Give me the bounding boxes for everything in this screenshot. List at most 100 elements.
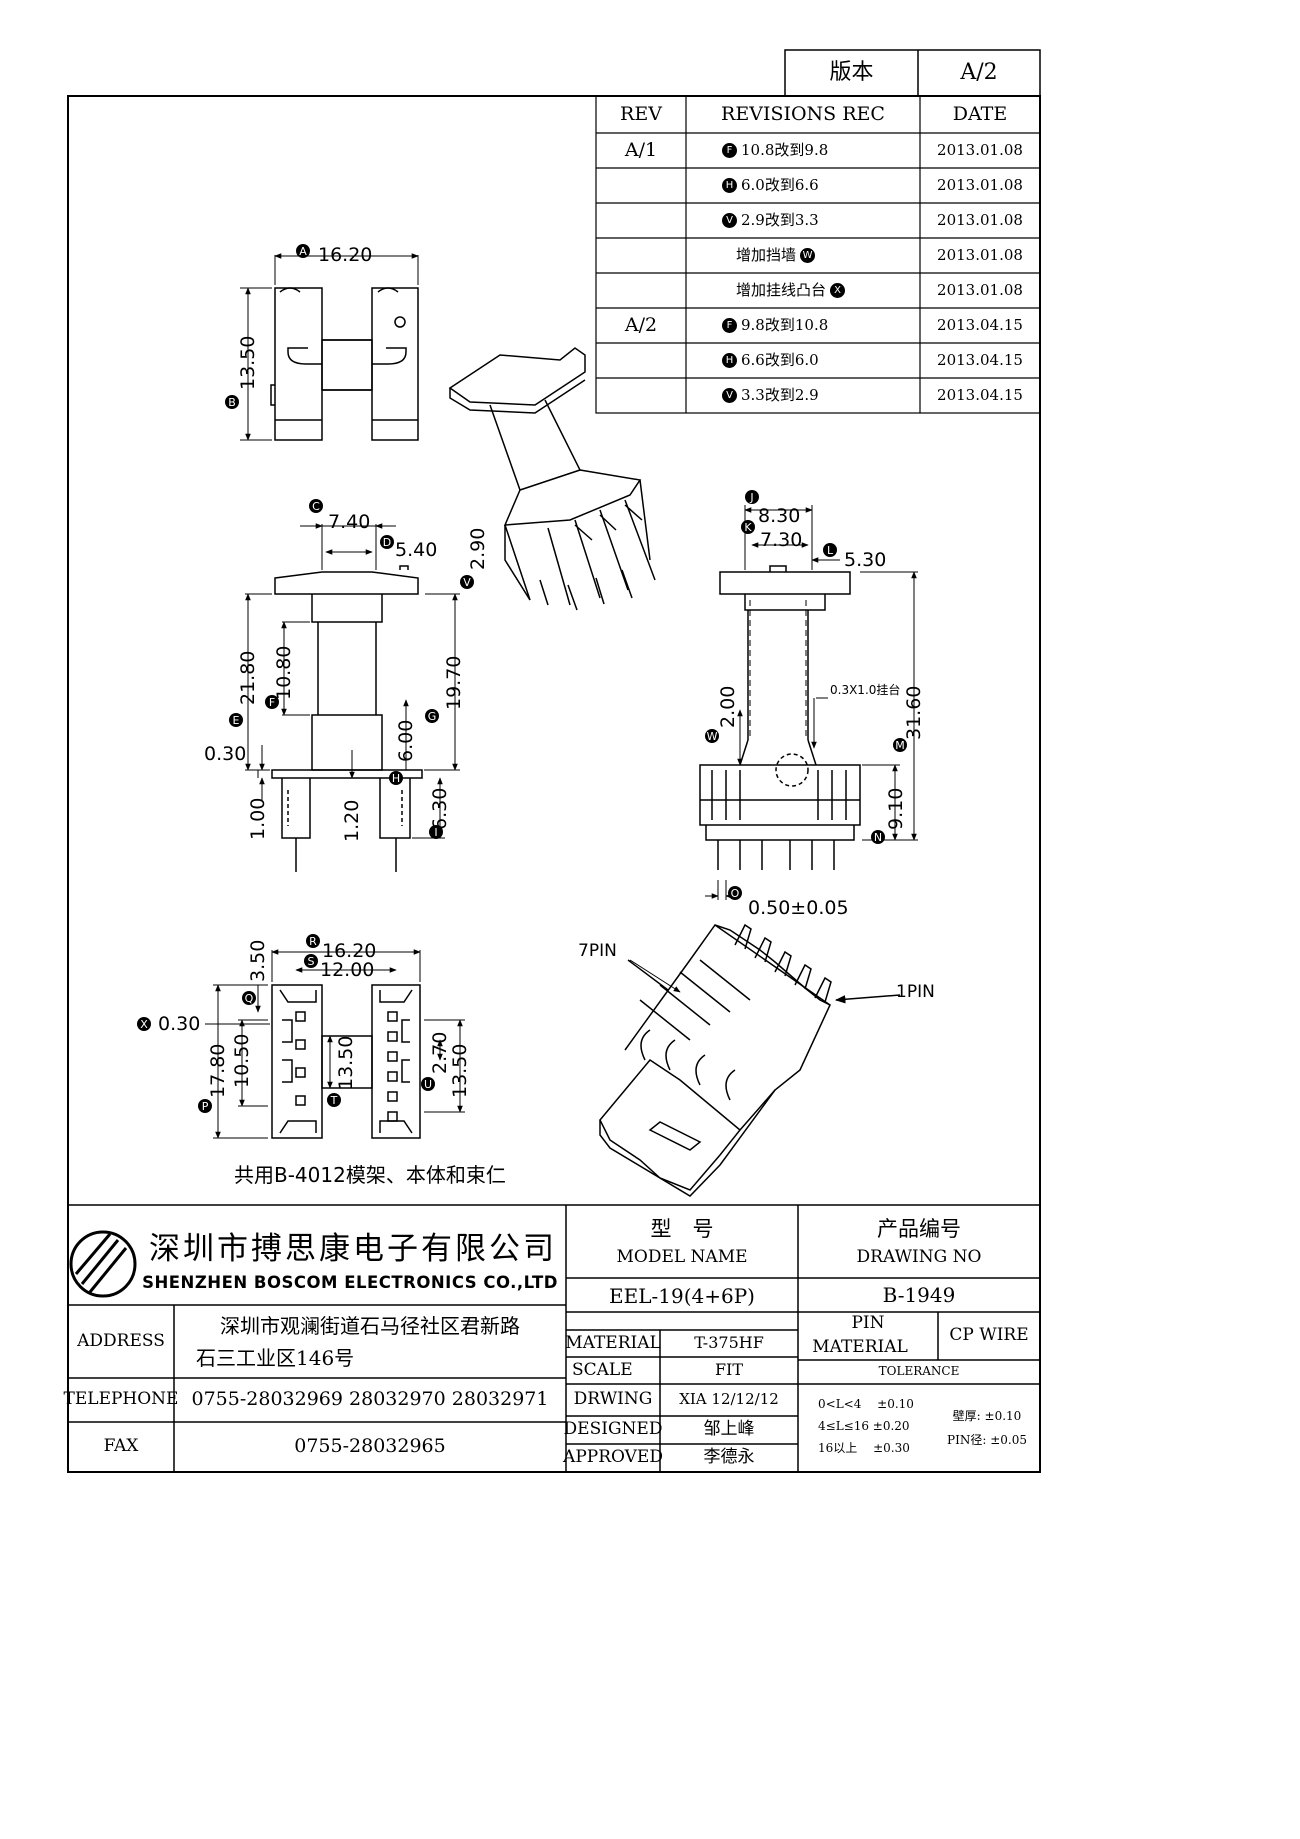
balloon-c: C — [312, 500, 320, 513]
address-line-2: 石三工业区146号 — [196, 1345, 355, 1370]
dim-bottom-pitch: 2.70 — [429, 1032, 451, 1074]
version-label: 版本 — [829, 60, 874, 86]
revision-row-date: 2013.04.15 — [937, 385, 1023, 404]
dim-bottom-gap: 0.30 — [158, 1013, 200, 1035]
dim-front-pin-top: 1.00 — [247, 798, 269, 840]
revision-text: 10.8改到9.8 — [741, 140, 829, 159]
rev-header: REV — [620, 102, 662, 125]
dim-side-right: 5.30 — [844, 549, 886, 571]
revision-row-rev — [596, 238, 686, 273]
revision-row-date: 2013.01.08 — [937, 140, 1023, 159]
revision-tag-icon: H — [722, 178, 737, 193]
front-view-dims — [245, 523, 460, 839]
revision-row-date: 2013.04.15 — [937, 350, 1023, 369]
date-header: DATE — [952, 102, 1008, 125]
revision-row-date: 2013.01.08 — [937, 245, 1023, 264]
revision-text: 6.6改到6.0 — [741, 350, 819, 369]
balloon-j: J — [749, 491, 753, 504]
balloon-a: A — [299, 245, 307, 258]
dim-bottom-width: 16.20 — [322, 940, 376, 962]
dim-top-width: 16.20 — [318, 244, 372, 266]
dim-side-hook: 0.3X1.0挂台 — [830, 682, 900, 697]
approved-label: APPROVED — [563, 1447, 663, 1468]
balloon-r: R — [309, 935, 317, 948]
dim-bottom-depth: 13.50 — [449, 1044, 471, 1098]
revision-text: 6.0改到6.6 — [741, 175, 819, 194]
dim-front-pin-len: 6.30 — [429, 788, 451, 830]
fax-label: FAX — [103, 1436, 139, 1457]
isometric-view-bottom — [599, 923, 901, 1197]
revision-text: 9.8改到10.8 — [741, 315, 829, 334]
designed-value: 邹上峰 — [703, 1419, 755, 1440]
revision-row-description: F 9.8改到10.8 — [686, 308, 920, 343]
balloon-x: X — [140, 1018, 148, 1031]
balloon-v: V — [463, 576, 471, 589]
dim-front-gap: 0.30 — [204, 743, 246, 765]
dim-front-inner: 5.40 — [395, 539, 437, 561]
dim-side-wall: 2.00 — [717, 686, 739, 728]
shared-parts-caption: 共用B-4012模架、本体和束仁 — [234, 1163, 506, 1187]
drawing-by-label: DRWING — [573, 1389, 653, 1410]
revision-row-rev — [596, 343, 686, 378]
balloon-p: P — [202, 1100, 209, 1113]
balloon-f: F — [269, 696, 275, 709]
bottom-view-dims — [205, 949, 465, 1139]
balloon-g: G — [428, 710, 437, 723]
tolerance-label: TOLERANCE — [878, 1364, 960, 1379]
rec-header: REVISIONS REC — [721, 102, 885, 125]
dim-bottom-inner: 12.00 — [320, 959, 374, 981]
dim-side-inner: 7.30 — [760, 529, 802, 551]
balloon-i: I — [434, 826, 437, 839]
dimension-labels: 16.20 13.50 7.40 5.40 2.90 21.80 10.80 1… — [158, 244, 935, 1098]
scale-label: SCALE — [572, 1359, 633, 1380]
dim-side-top: 8.30 — [758, 505, 800, 527]
drawing-by-value: XIA 12/12/12 — [679, 1390, 779, 1409]
revision-row-date: 2013.04.15 — [937, 315, 1023, 334]
side-view-dims — [705, 505, 918, 900]
balloon-k: K — [744, 521, 752, 534]
approved-value: 李德永 — [703, 1447, 755, 1468]
revision-row-rev — [596, 203, 686, 238]
revision-row-rev — [596, 273, 686, 308]
drawing-frame — [67, 95, 1041, 1473]
version-value: A/2 — [960, 60, 998, 86]
address-label: ADDRESS — [77, 1330, 165, 1351]
revision-tag-icon: W — [800, 248, 816, 263]
top-view — [270, 287, 419, 441]
dimension-balloons: A B C D E F G H I J K L M N O P Q R S T … — [137, 244, 907, 1113]
revision-row-date: 2013.01.08 — [937, 210, 1023, 229]
dim-front-winding: 10.80 — [273, 646, 295, 700]
material-label: MATERIAL — [565, 1332, 661, 1353]
telephone-label: TELEPHONE — [63, 1389, 179, 1410]
pin-value: CP WIRE — [949, 1325, 1029, 1346]
revision-text: 增加挂线凸台 — [736, 280, 827, 299]
balloon-s: S — [308, 955, 315, 968]
model-label-cn: 型 号 — [650, 1216, 714, 1241]
revision-row-description: H 6.0改到6.6 — [686, 168, 920, 203]
balloon-l: L — [827, 544, 834, 557]
balloon-w: W — [707, 730, 718, 743]
revision-text: 增加挡墙 — [736, 245, 797, 264]
revision-tag-icon: F — [722, 318, 737, 333]
wall-tolerance: 壁厚: ±0.10 — [952, 1409, 1022, 1424]
fax-value: 0755-28032965 — [294, 1435, 446, 1458]
revision-tag-icon: F — [722, 143, 737, 158]
dim-top-height: 13.50 — [237, 336, 259, 390]
balloon-n: N — [874, 831, 882, 844]
label-7pin: 7PIN — [578, 941, 617, 961]
balloon-o: O — [731, 887, 740, 900]
telephone-value: 0755-28032969 28032970 28032971 — [191, 1388, 549, 1411]
scale-value: FIT — [714, 1360, 744, 1380]
pin-label-1: PIN — [851, 1313, 885, 1334]
material-value: T-375HF — [694, 1333, 764, 1353]
revision-tag-icon: V — [722, 213, 737, 228]
drawing-label-en: DRAWING NO — [856, 1247, 982, 1268]
dim-bottom-center: 13.50 — [335, 1036, 357, 1090]
revision-tag-icon: X — [830, 283, 846, 298]
address-line-1: 深圳市观澜街道石马径社区君新路 — [220, 1313, 520, 1338]
dim-front-total: 21.80 — [237, 651, 259, 705]
company-name-en: SHENZHEN BOSCOM ELECTRONICS CO.,LTD — [142, 1272, 558, 1292]
revision-row-rev — [596, 378, 686, 413]
